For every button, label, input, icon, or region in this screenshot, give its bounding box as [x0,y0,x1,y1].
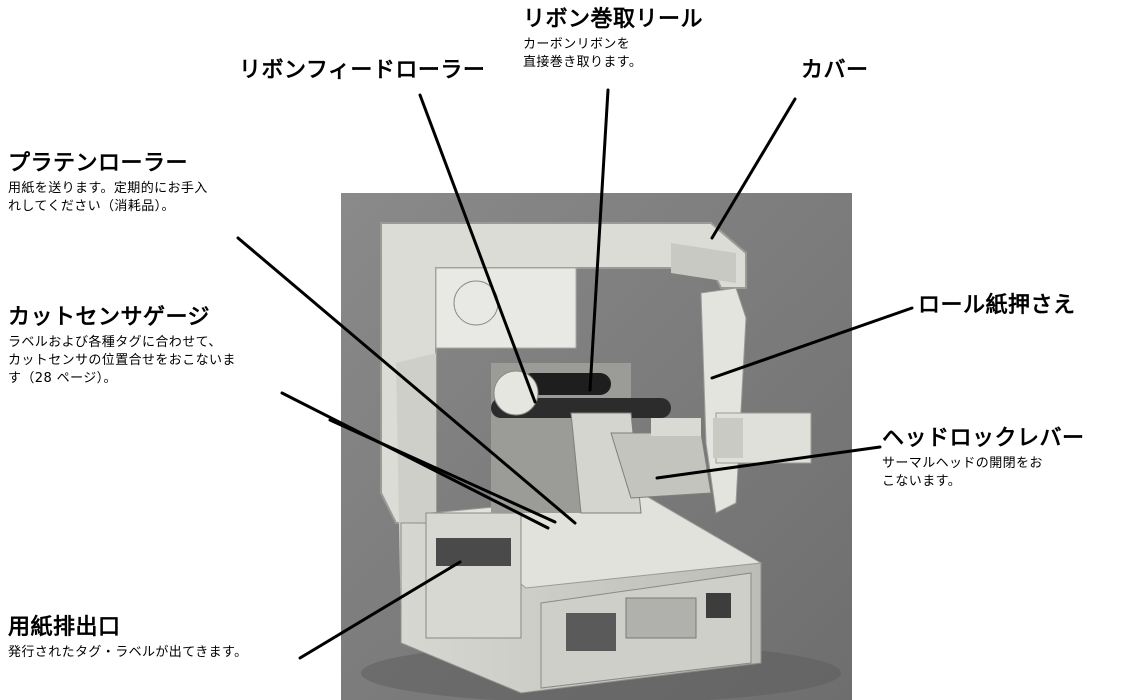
head-lock-title: ヘッドロックレバー [882,426,1085,451]
cut-sensor-desc: ラベルおよび各種タグに合わせて、 カットセンサの位置合せをおこないま す（28 … [8,335,236,386]
cut-sensor-title: カットセンサゲージ [8,305,211,330]
callout-head-lock: ヘッドロックレバー サーマルヘッドの開閉をお こないます。 [882,425,1085,491]
callout-ribbon-feed: リボンフィードローラー [239,57,485,85]
ribbon-rewind-title: リボン巻取リール [523,7,704,32]
paper-exit-title: 用紙排出口 [8,615,121,640]
callout-platen: プラテンローラー 用紙を送ります。定期的にお手入 れしてください（消耗品）。 [8,150,208,216]
ribbon-feed-title: リボンフィードローラー [239,58,486,83]
head-lock-desc: サーマルヘッドの開閉をお こないます。 [882,456,1043,489]
callout-paper-exit: 用紙排出口 発行されたタグ・ラベルが出てきます。 [8,614,248,662]
roll-holder-title: ロール紙押さえ [918,293,1076,318]
callout-cut-sensor: カットセンサゲージ ラベルおよび各種タグに合わせて、 カットセンサの位置合せをお… [8,304,236,388]
ribbon-rewind-desc: カーボンリボンを 直接巻き取ります。 [523,37,643,70]
platen-title: プラテンローラー [8,151,189,176]
callout-ribbon-rewind: リボン巻取リール カーボンリボンを 直接巻き取ります。 [523,6,703,72]
callout-cover: カバー [801,57,869,85]
paper-exit-desc: 発行されたタグ・ラベルが出てきます。 [8,645,248,660]
callout-roll-holder: ロール紙押さえ [918,292,1076,320]
platen-desc: 用紙を送ります。定期的にお手入 れしてください（消耗品）。 [8,181,208,214]
printer-photo [341,193,852,700]
cover-title: カバー [801,58,869,83]
